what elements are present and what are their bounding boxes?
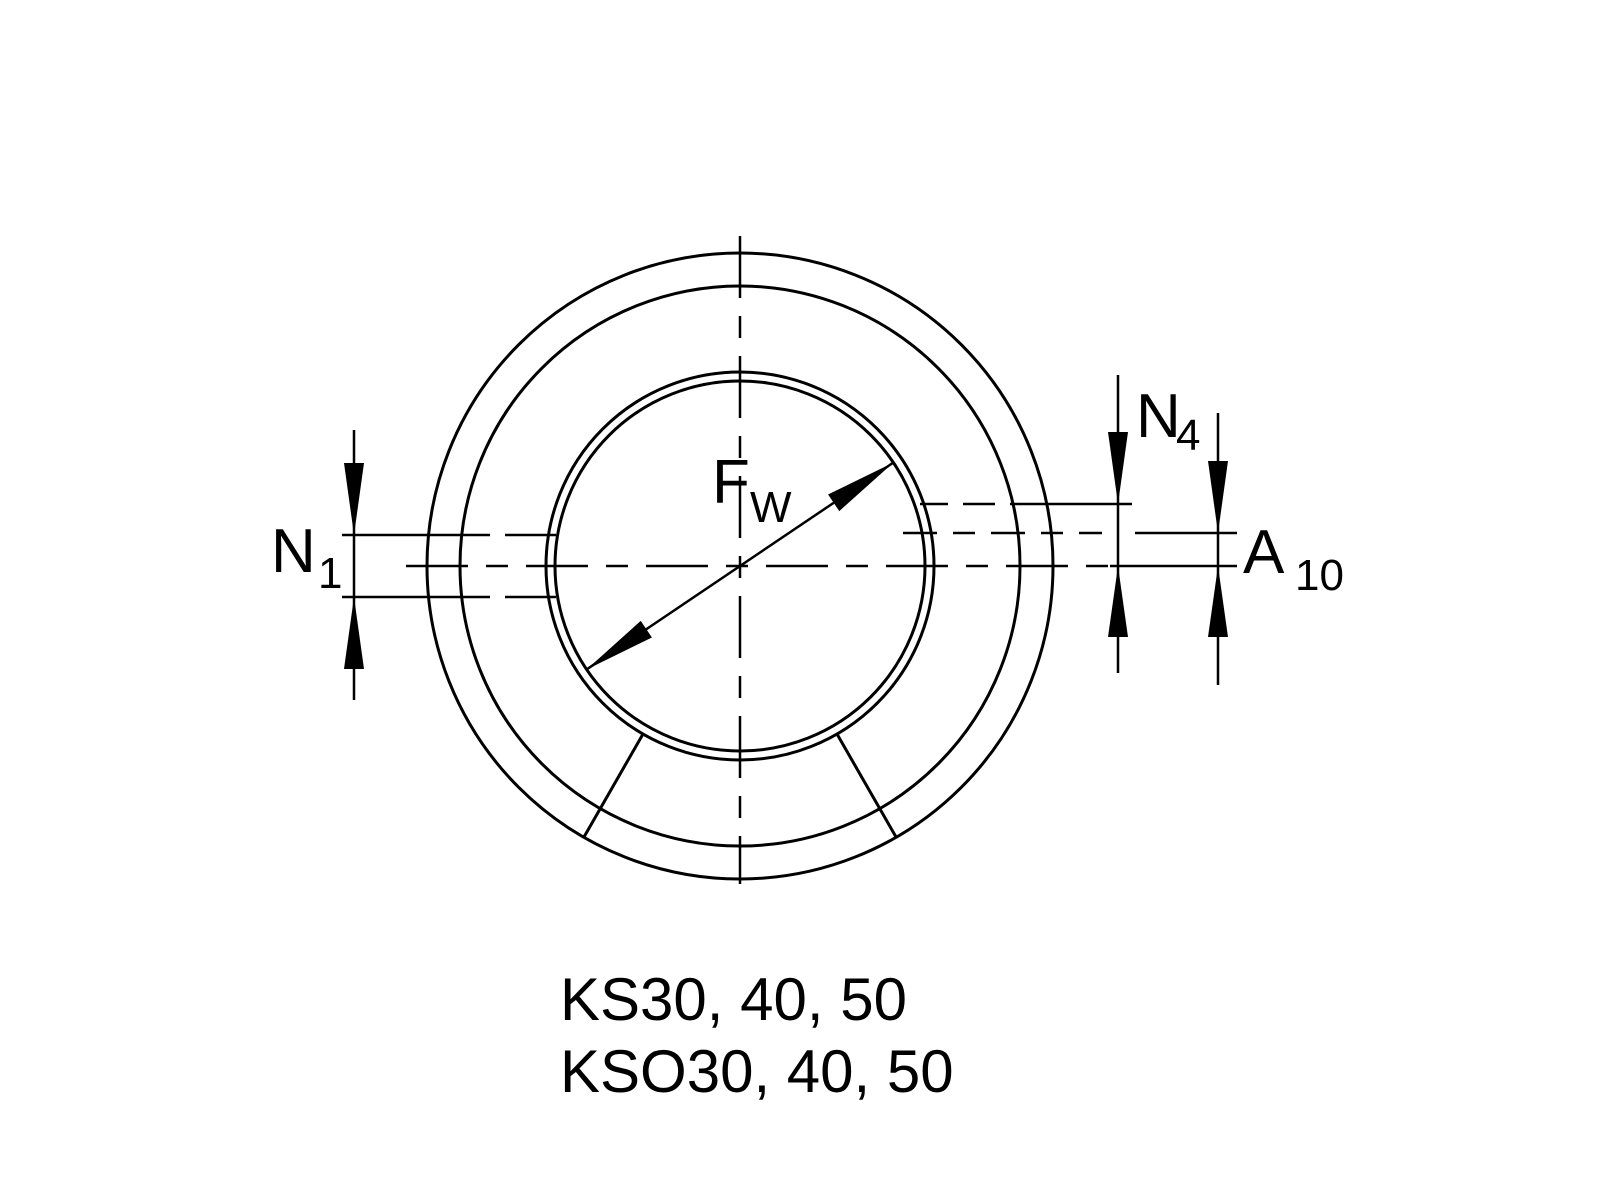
caption-line-1: KS30, 40, 50 [560, 966, 907, 1033]
n4-label-subscript: 4 [1176, 411, 1200, 460]
n4-arrow-up-icon [1108, 566, 1128, 637]
n1-label: N [271, 517, 316, 586]
fw-arrow-upper-icon [828, 462, 894, 512]
a10-label-subscript: 10 [1295, 551, 1344, 600]
fw-arrow-lower-icon [586, 620, 652, 670]
n4-label: N [1136, 382, 1181, 451]
n1-label-subscript: 1 [318, 549, 342, 598]
a10-arrow-up-icon [1208, 566, 1228, 637]
a10-label: A [1243, 518, 1285, 587]
fw-label-subscript: W [750, 483, 792, 532]
fw-diameter-dimension [585, 461, 895, 671]
n4-arrow-down-icon [1108, 432, 1128, 504]
n1-arrow-down-icon [344, 463, 364, 535]
slot-line-right [835, 733, 898, 838]
a10-arrow-down-icon [1208, 461, 1228, 533]
fw-label: F [712, 448, 750, 517]
slot-line-left [582, 733, 645, 838]
n1-arrow-up-icon [344, 597, 364, 669]
caption-line-2: KSO30, 40, 50 [560, 1038, 954, 1105]
